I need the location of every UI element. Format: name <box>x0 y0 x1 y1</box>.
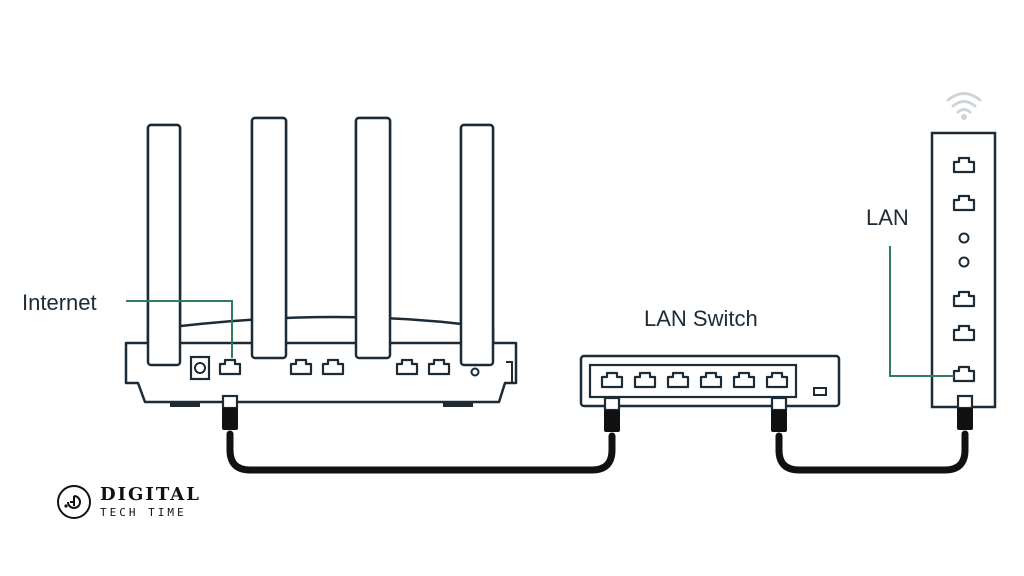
logo-line-1: DIGITAL <box>100 484 201 505</box>
router <box>124 116 518 407</box>
digital-tech-time-logo: DIGITAL TECH TIME <box>56 482 216 522</box>
lan-callout-line <box>889 246 954 377</box>
logo-line-2: TECH TIME <box>100 506 187 519</box>
wall-lan-panel <box>930 131 997 409</box>
cable-router-to-switch <box>226 430 616 474</box>
lan-label: LAN <box>866 205 909 230</box>
internet-label: Internet <box>22 290 97 315</box>
panel-cable-plug <box>955 394 975 432</box>
lan-switch <box>579 354 841 408</box>
router-body <box>124 315 518 404</box>
router-cable-plug <box>220 394 240 432</box>
switch-cable-plug-2 <box>769 396 789 434</box>
internet-callout-line <box>126 300 233 358</box>
switch-led <box>813 387 827 396</box>
cable-switch-to-panel <box>775 430 969 474</box>
power-jack-icon <box>189 355 211 381</box>
wifi-icon <box>946 92 982 120</box>
router-led <box>470 367 480 377</box>
lan-switch-label: LAN Switch <box>644 306 758 331</box>
switch-cable-plug-1 <box>602 396 622 434</box>
digital-tech-time-logo-icon <box>57 485 91 519</box>
